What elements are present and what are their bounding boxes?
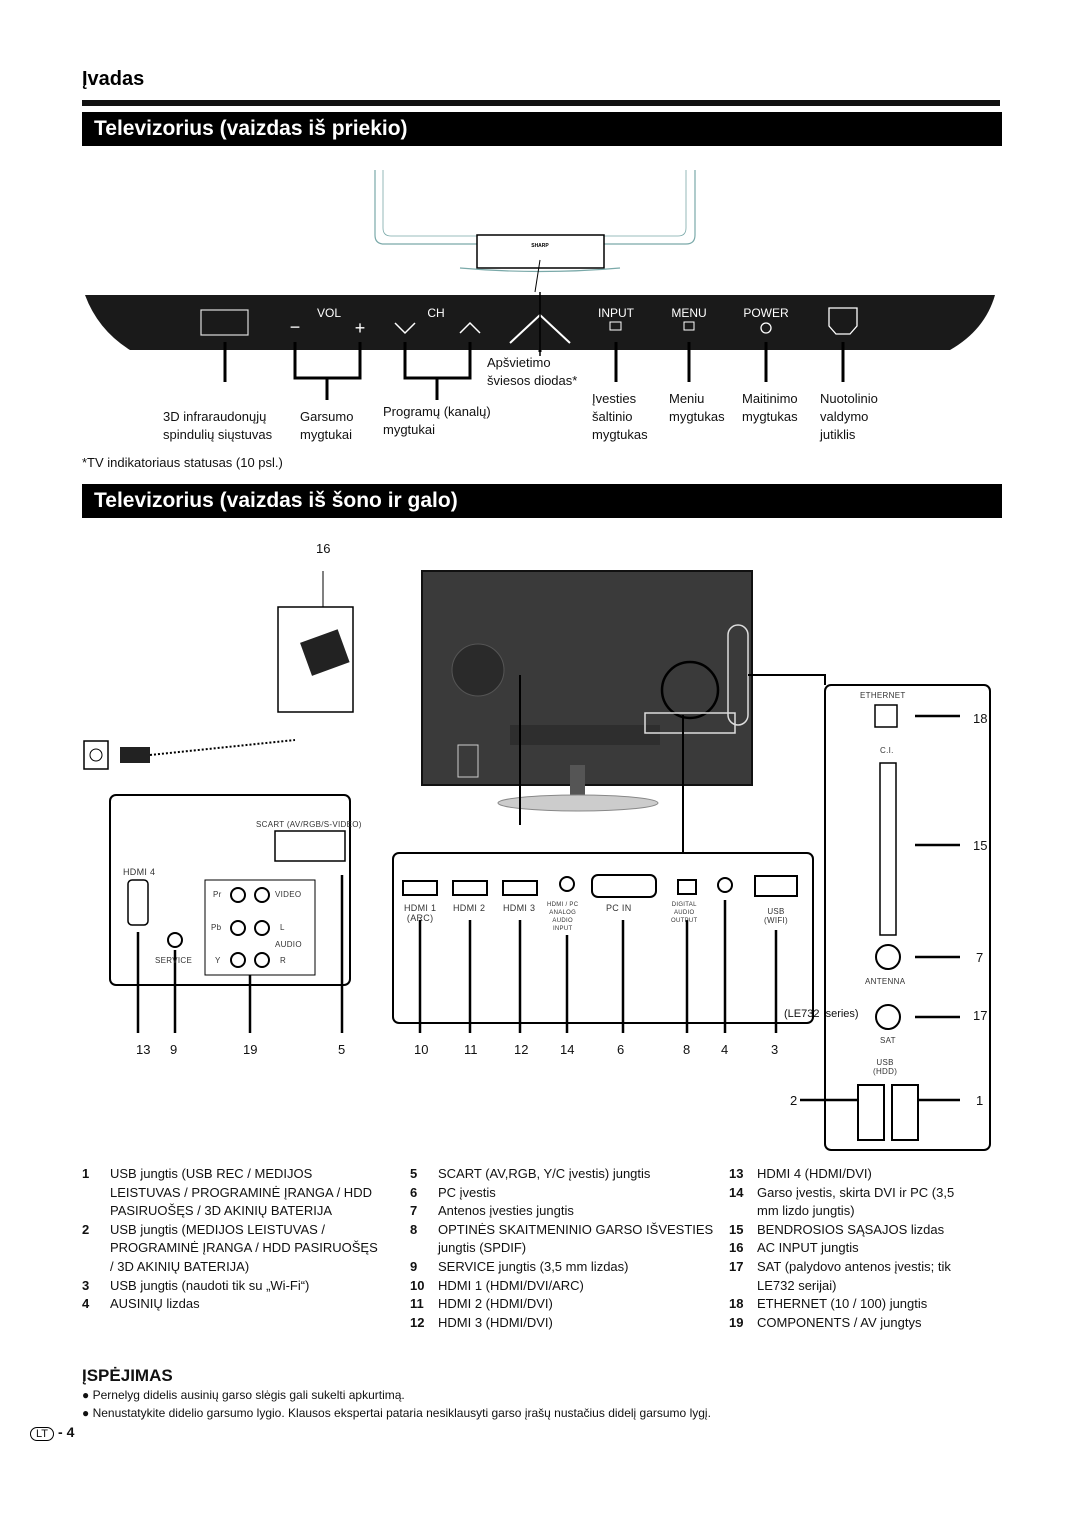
svg-text:+: + xyxy=(355,318,366,338)
power-button-label: Maitinimo mygtukas xyxy=(742,391,798,424)
video-label: VIDEO xyxy=(275,890,302,899)
warning-item-1: ● Pernelyg didelis ausinių garso slėgis … xyxy=(82,1388,405,1402)
svg-text:POWER: POWER xyxy=(743,306,789,320)
svg-text:INPUT: INPUT xyxy=(598,306,635,320)
callout-8: 8 xyxy=(683,1042,691,1057)
hdmi3-label: HDMI 3 xyxy=(503,903,536,913)
callout-2: 2 xyxy=(790,1093,798,1108)
y-label: Y xyxy=(215,956,221,965)
usb-hdd-label: USB (HDD) xyxy=(873,1058,898,1076)
hdmi2-label: HDMI 2 xyxy=(453,903,486,913)
svg-text:VOL: VOL xyxy=(317,306,341,320)
callout-1: 1 xyxy=(976,1093,984,1108)
antenna-label: ANTENNA xyxy=(865,977,906,986)
digital-audio-output-label: DIGITAL AUDIO OUTPUT xyxy=(671,902,698,924)
input-button-label: Įvesties šaltinio mygtukas xyxy=(592,391,648,442)
divider xyxy=(82,100,1000,106)
menu-button-label: Meniu mygtukas xyxy=(669,391,725,424)
scart-label: SCART (AV/RGB/S-VIDEO) xyxy=(256,820,362,829)
sat-label: SAT xyxy=(880,1036,896,1045)
r-label: R xyxy=(280,956,287,965)
channel-buttons-label: Programų (kanalų) mygtukai xyxy=(383,404,491,437)
le732-label: (LE732 series) xyxy=(784,1008,859,1020)
back-diagram xyxy=(83,570,991,1151)
led-label: Apšvietimo šviesos diodas* xyxy=(487,355,578,388)
callout-6: 6 xyxy=(617,1042,625,1057)
callout-17: 17 xyxy=(973,1008,988,1023)
front-diagram: SHARP VOL − + CH INPUT MENU POWER xyxy=(85,170,995,400)
callout-16: 16 xyxy=(316,541,331,556)
pc-in-label: PC IN xyxy=(606,903,632,913)
ci-label: C.I. xyxy=(880,746,894,755)
callout-9: 9 xyxy=(170,1042,178,1057)
svg-text:MENU: MENU xyxy=(671,306,706,320)
ir-transmitter-label: 3D infraraudonųjų spindulių siųstuvas xyxy=(163,409,273,442)
remote-sensor-label: Nuotolinio valdymo jutiklis xyxy=(820,391,878,442)
svg-text:−: − xyxy=(290,317,301,337)
callout-13: 13 xyxy=(136,1042,151,1057)
callout-11: 11 xyxy=(464,1042,478,1057)
footnote: *TV indikatoriaus statusas (10 psl.) xyxy=(82,455,283,470)
callout-12: 12 xyxy=(514,1042,529,1057)
warning-title: ĮSPĖJIMAS xyxy=(82,1366,173,1385)
volume-buttons-label: Garsumo mygtukai xyxy=(300,409,354,442)
svg-text:CH: CH xyxy=(427,306,444,320)
language-badge: LT xyxy=(30,1427,55,1441)
front-view-heading: Televizorius (vaizdas iš priekio) xyxy=(82,112,1002,146)
pr-label: Pr xyxy=(213,890,222,899)
callout-14: 14 xyxy=(560,1042,575,1057)
usb-wifi-label: USB (WIFI) xyxy=(764,907,789,925)
brand-logo: SHARP xyxy=(531,243,549,249)
hdmi1-label: HDMI 1 (ARC) xyxy=(404,903,437,923)
callout-15: 15 xyxy=(973,838,988,853)
service-label: SERVICE xyxy=(155,956,193,965)
l-label: L xyxy=(280,923,285,932)
audio-label: AUDIO xyxy=(275,940,302,949)
callout-4: 4 xyxy=(721,1042,729,1057)
page-number: LT- 4 xyxy=(30,1424,74,1441)
hdmi4-label: HDMI 4 xyxy=(123,867,156,877)
pb-label: Pb xyxy=(211,923,222,932)
callout-18: 18 xyxy=(973,711,988,726)
ethernet-label: ETHERNET xyxy=(860,691,906,700)
hdmi-pc-audio-label: HDMI / PC ANALOG AUDIO INPUT xyxy=(547,902,579,932)
callout-19: 19 xyxy=(243,1042,258,1057)
callout-3: 3 xyxy=(771,1042,779,1057)
warning-item-2: ● Nenustatykite didelio garsumo lygio. K… xyxy=(82,1406,711,1420)
callout-7: 7 xyxy=(976,950,984,965)
callout-10: 10 xyxy=(414,1042,429,1057)
callout-5: 5 xyxy=(338,1042,346,1057)
section-title: Įvadas xyxy=(82,68,145,90)
back-view-heading: Televizorius (vaizdas iš šono ir galo) xyxy=(82,484,1002,518)
